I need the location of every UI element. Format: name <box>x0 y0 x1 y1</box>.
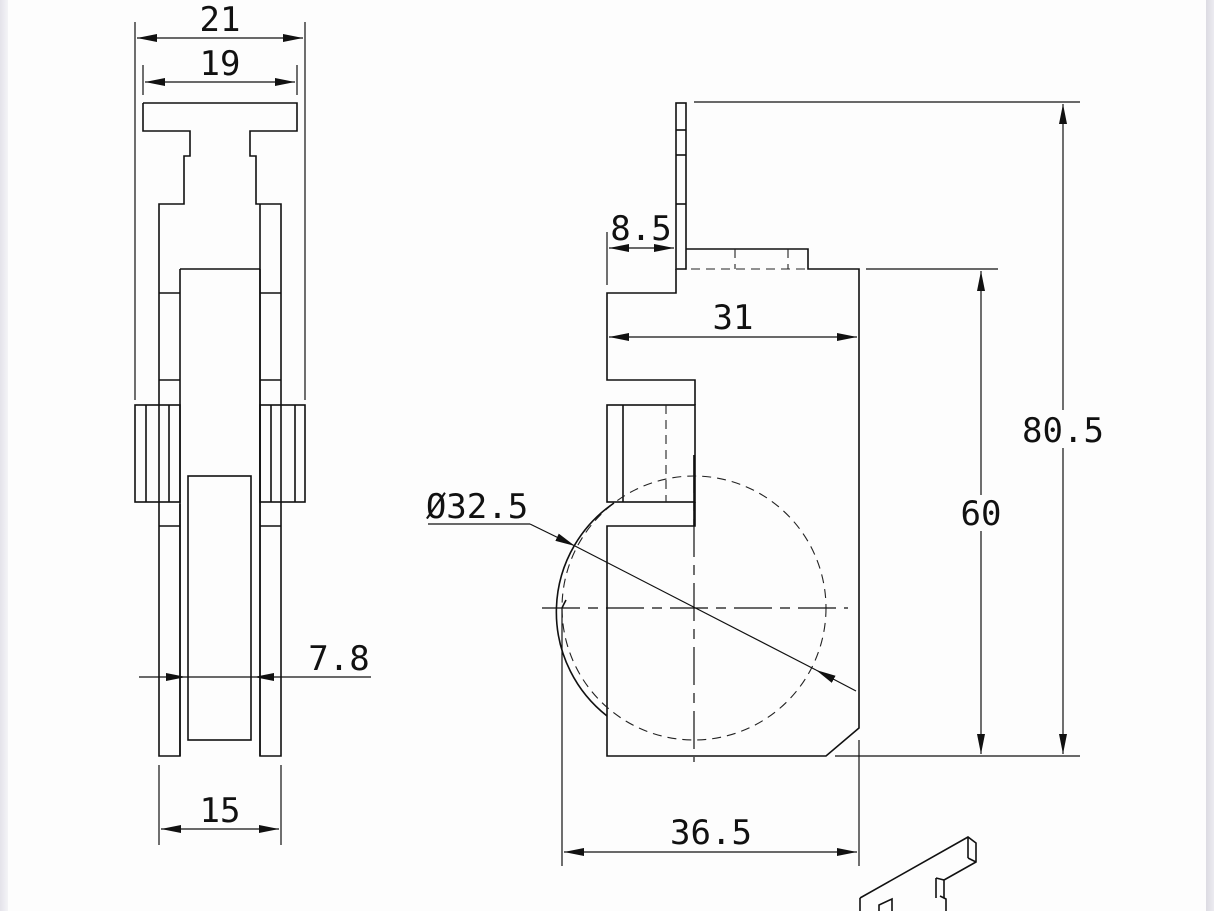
isometric-view-partial <box>859 836 977 911</box>
dimension-diameter-32-5: Ø32.5 <box>426 487 528 527</box>
dimension-31: 31 <box>713 298 754 338</box>
side-view <box>428 101 1080 866</box>
dimension-80-5: 80.5 <box>1022 411 1104 451</box>
dimension-19: 19 <box>200 44 241 84</box>
page-shadow-left <box>0 0 8 911</box>
dimension-7-8: 7.8 <box>308 639 369 679</box>
dimension-8-5: 8.5 <box>610 209 671 249</box>
dimension-15: 15 <box>200 791 241 831</box>
scrollbar-track[interactable] <box>1206 0 1214 911</box>
front-view <box>134 22 371 845</box>
dimension-60: 60 <box>961 494 1002 534</box>
dimension-36-5: 36.5 <box>670 813 752 853</box>
dimension-21: 21 <box>200 0 241 40</box>
